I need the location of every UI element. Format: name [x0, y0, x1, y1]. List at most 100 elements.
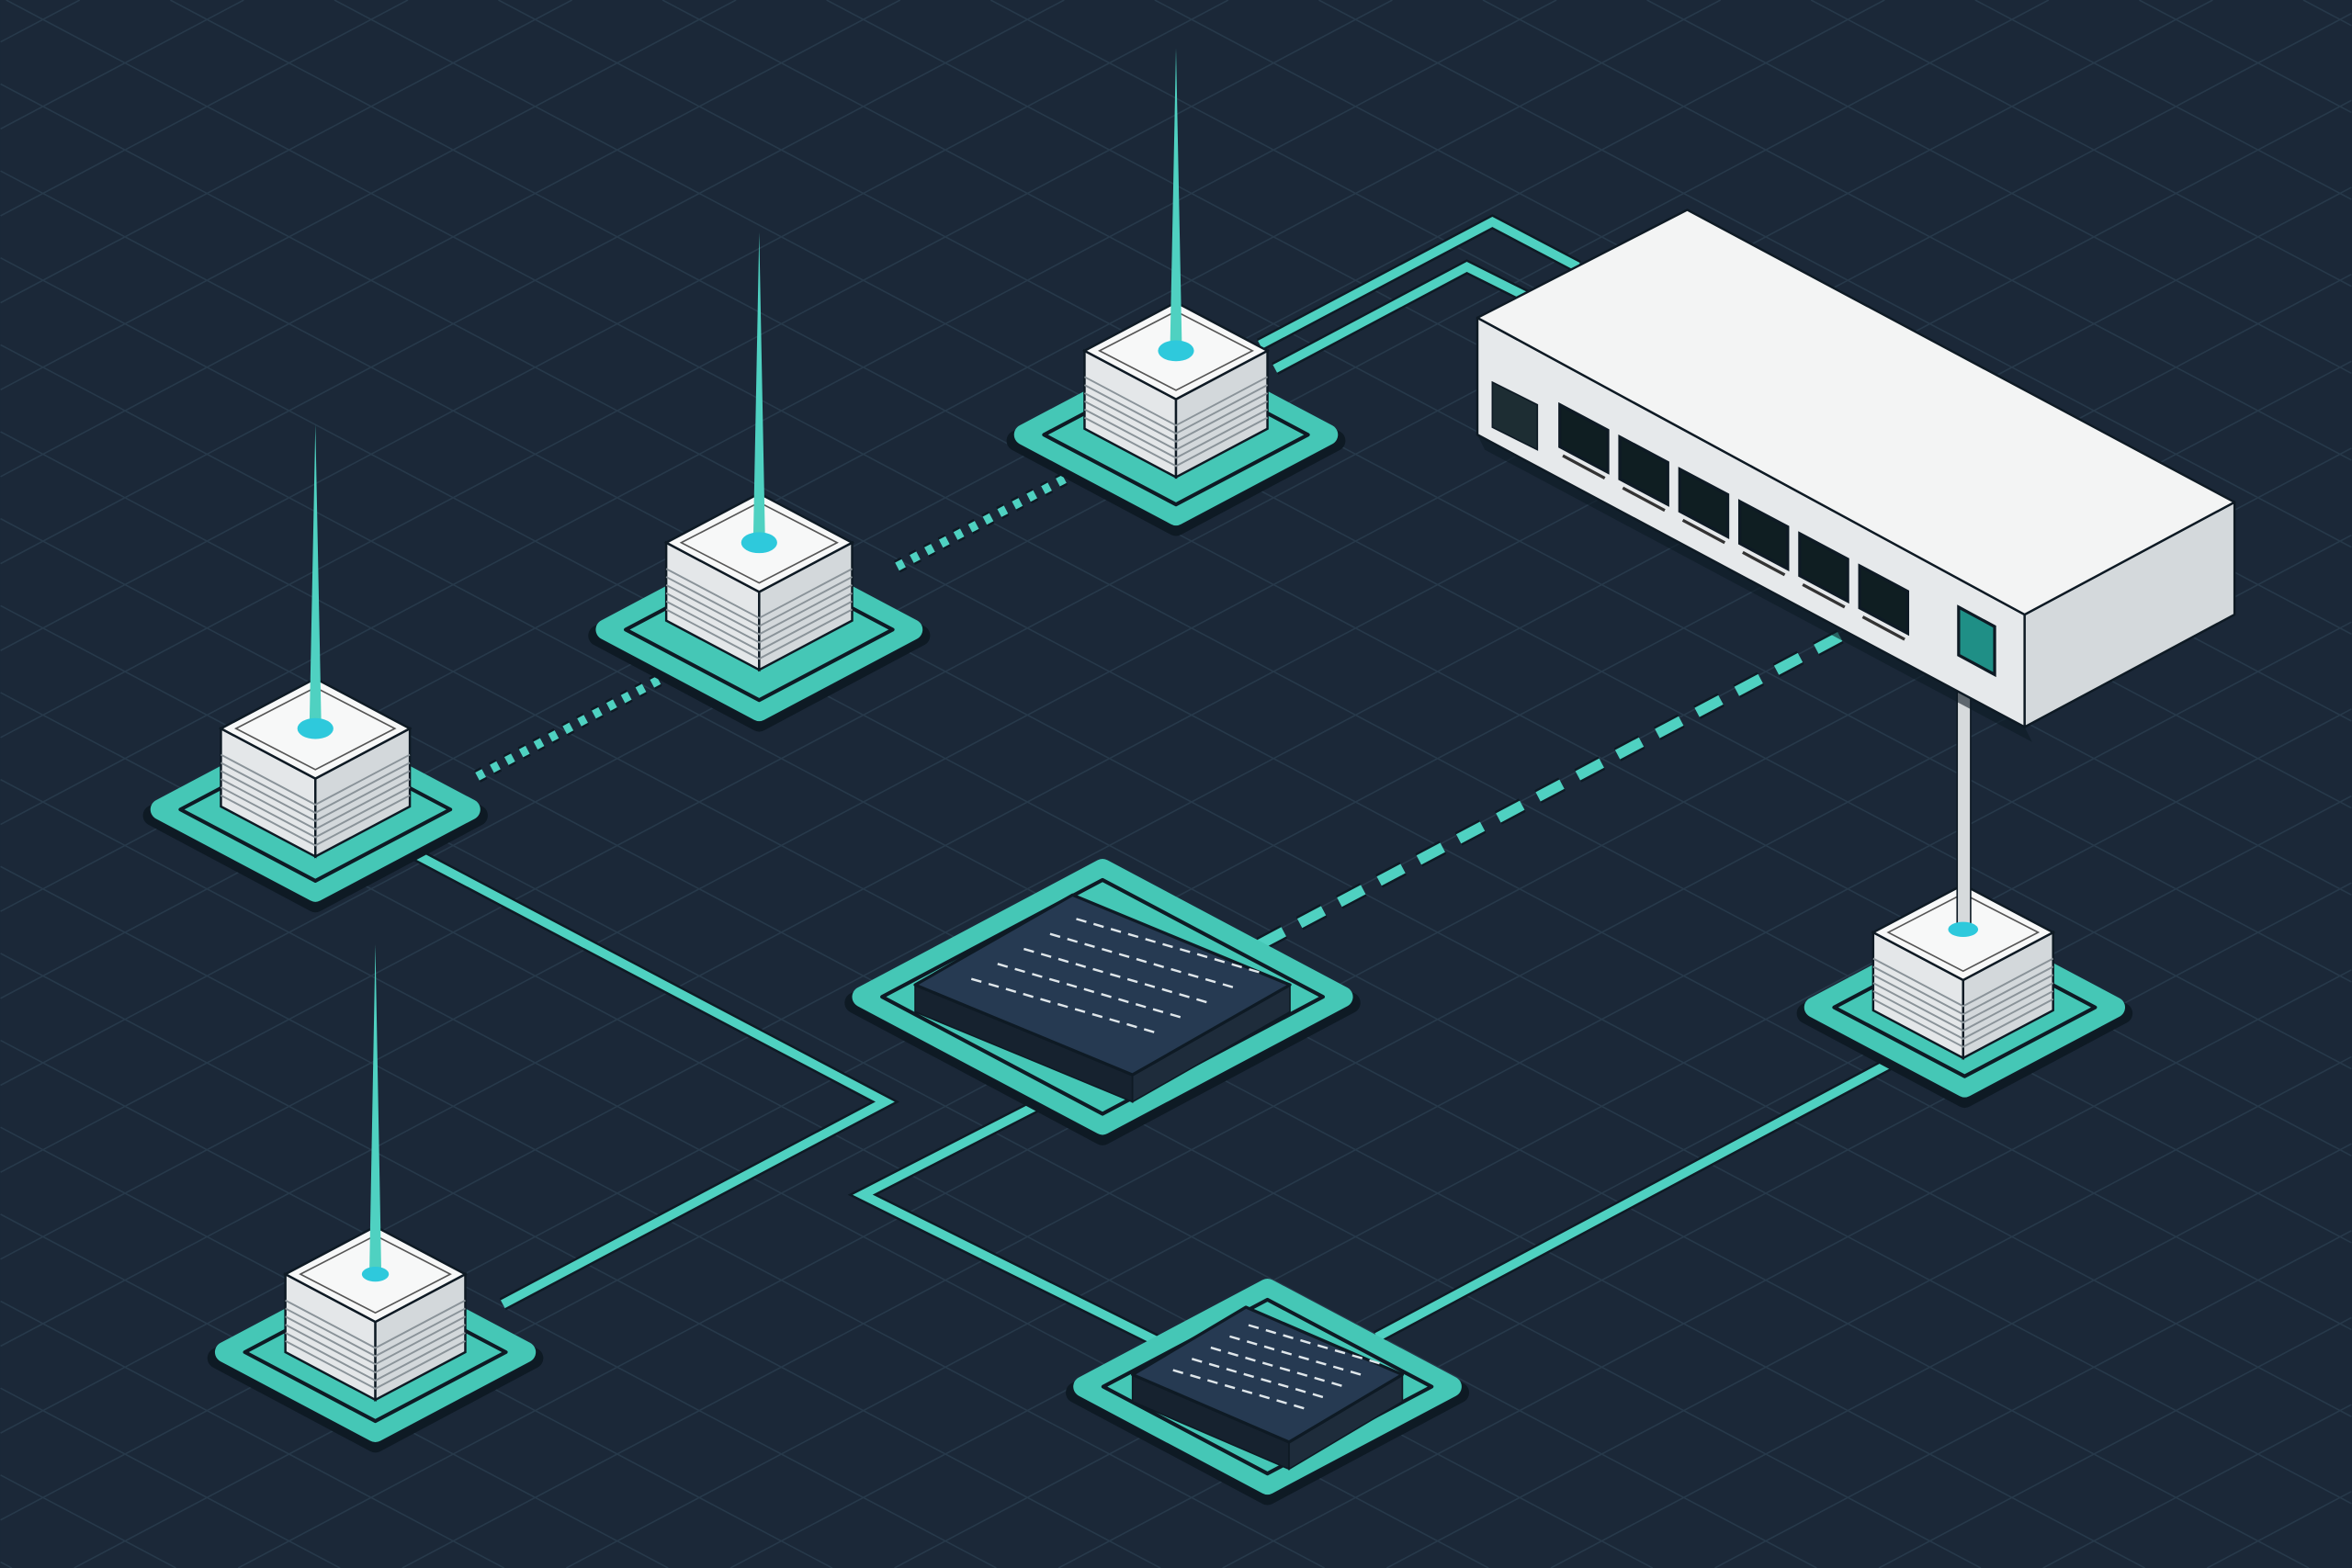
cube-stripe: [1083, 392, 1269, 443]
access-point-4: [207, 944, 544, 1453]
cube-stripe: [665, 568, 853, 619]
grid-line: [0, 0, 409, 217]
cube-stripe: [1872, 965, 2054, 1016]
grid-line: [1646, 0, 2352, 375]
grid-line: [1222, 969, 2352, 1568]
cube-stripe: [220, 786, 411, 839]
cube-top-inset: [299, 1235, 452, 1314]
grid-line: [0, 0, 81, 43]
grid-line: [0, 256, 2352, 1505]
grid-line: [0, 0, 244, 130]
grid-line: [0, 0, 1065, 565]
grid-line: [1318, 0, 2352, 548]
port-label-line: [1742, 550, 1786, 577]
ethernet-port-icon: [1858, 563, 1910, 637]
cube-stripe: [1083, 384, 1269, 435]
grid-line: [0, 1387, 341, 1568]
link-panel-center-switch: [1257, 629, 1848, 950]
access-point-3: [1006, 48, 1346, 536]
grid-line: [0, 0, 1229, 651]
cube-stripe: [220, 778, 411, 830]
status-led-icon: [1158, 340, 1194, 362]
cube-stripe: [220, 761, 411, 815]
cube-top-inset: [234, 686, 397, 771]
grid-line: [0, 0, 901, 478]
port-label-line: [1681, 518, 1726, 545]
grid-line: [0, 1561, 13, 1568]
cube-stripe: [1872, 990, 2054, 1040]
grid-line: [1482, 0, 2352, 461]
link-panel-center-panel-bottom: [853, 1102, 1160, 1346]
switch-sfp-port-icon: [1491, 380, 1539, 451]
panel-slot-line: [1210, 1346, 1347, 1389]
status-led-icon: [361, 1266, 390, 1282]
ethernet-port-icon: [1798, 531, 1849, 604]
links: [390, 214, 1911, 1348]
grid-line: [1810, 0, 2352, 288]
grid-line: [0, 83, 2352, 1331]
network-switch: [1476, 209, 2236, 742]
ethernet-port-icon: [1558, 401, 1610, 475]
panel-slot-line: [1191, 1358, 1328, 1400]
grid-line: [1974, 0, 2352, 200]
antenna-icon: [309, 423, 322, 729]
panel-slot-line: [1172, 1369, 1308, 1411]
cube-stripe: [665, 608, 853, 660]
cube-stripe: [1872, 957, 2054, 1008]
link-panel-bottom-node: [1374, 1049, 1910, 1342]
grid-line: [0, 1474, 176, 1568]
status-led-icon: [741, 532, 777, 554]
grid-line: [0, 170, 2352, 1417]
panel-slot-line: [970, 977, 1159, 1035]
grid-line: [2042, 1404, 2352, 1568]
link-ap3-switch-b: [1272, 261, 1530, 373]
grid-line: [1878, 1316, 2352, 1568]
antenna-icon: [752, 231, 765, 543]
grid-line: [0, 12, 2352, 1260]
cube-stripe: [220, 770, 411, 822]
panel-center: [844, 859, 1361, 1145]
cube-stripe: [220, 794, 411, 847]
grid-line: [1385, 1055, 2352, 1568]
panel-slot-line: [1229, 1335, 1365, 1377]
link-ap1-ap2: [475, 671, 672, 781]
grid-line: [0, 0, 2213, 1173]
cube-stripe: [285, 1315, 466, 1366]
cube-stripe: [285, 1324, 466, 1374]
link-ap1-ap4: [390, 838, 895, 1309]
cube-stripe: [285, 1332, 466, 1382]
server-panel-icon: [1131, 1305, 1405, 1444]
devices: [142, 48, 2236, 1506]
cube-stripe: [285, 1340, 466, 1390]
grid-line: [334, 0, 2352, 1070]
cube-stripe: [1083, 408, 1269, 459]
grid-line: [2138, 0, 2352, 114]
cube-stripe: [1083, 376, 1269, 427]
cube-top-inset: [1097, 310, 1255, 391]
grid-line: [498, 0, 2352, 983]
grid-line: [0, 1039, 997, 1568]
cube-stripe: [1083, 416, 1269, 468]
cube-stripe: [285, 1307, 466, 1358]
switch-post: [1956, 681, 1972, 935]
cube-stripe: [1872, 974, 2054, 1024]
cube-top-inset: [1886, 893, 2041, 973]
antenna-icon: [1170, 48, 1182, 351]
access-point-1: [142, 423, 488, 913]
switch-shadow: [1477, 434, 2032, 742]
ethernet-port-icon: [1678, 467, 1730, 539]
node-right: [1796, 681, 2133, 1108]
grid-line: [1550, 1143, 2352, 1568]
panel-slot-line: [1049, 932, 1238, 990]
cube-stripe: [665, 576, 853, 627]
switch-top: [1476, 209, 2236, 616]
grid-line: [2206, 1490, 2352, 1568]
grid-line: [2302, 0, 2352, 27]
grid-line: [0, 0, 1393, 739]
cube-stripe: [1083, 400, 1269, 451]
port-label-line: [1802, 583, 1846, 609]
cube-stripe: [1872, 998, 2054, 1048]
grid-line: [1714, 1230, 2352, 1568]
cube-stripe: [1872, 982, 2054, 1032]
